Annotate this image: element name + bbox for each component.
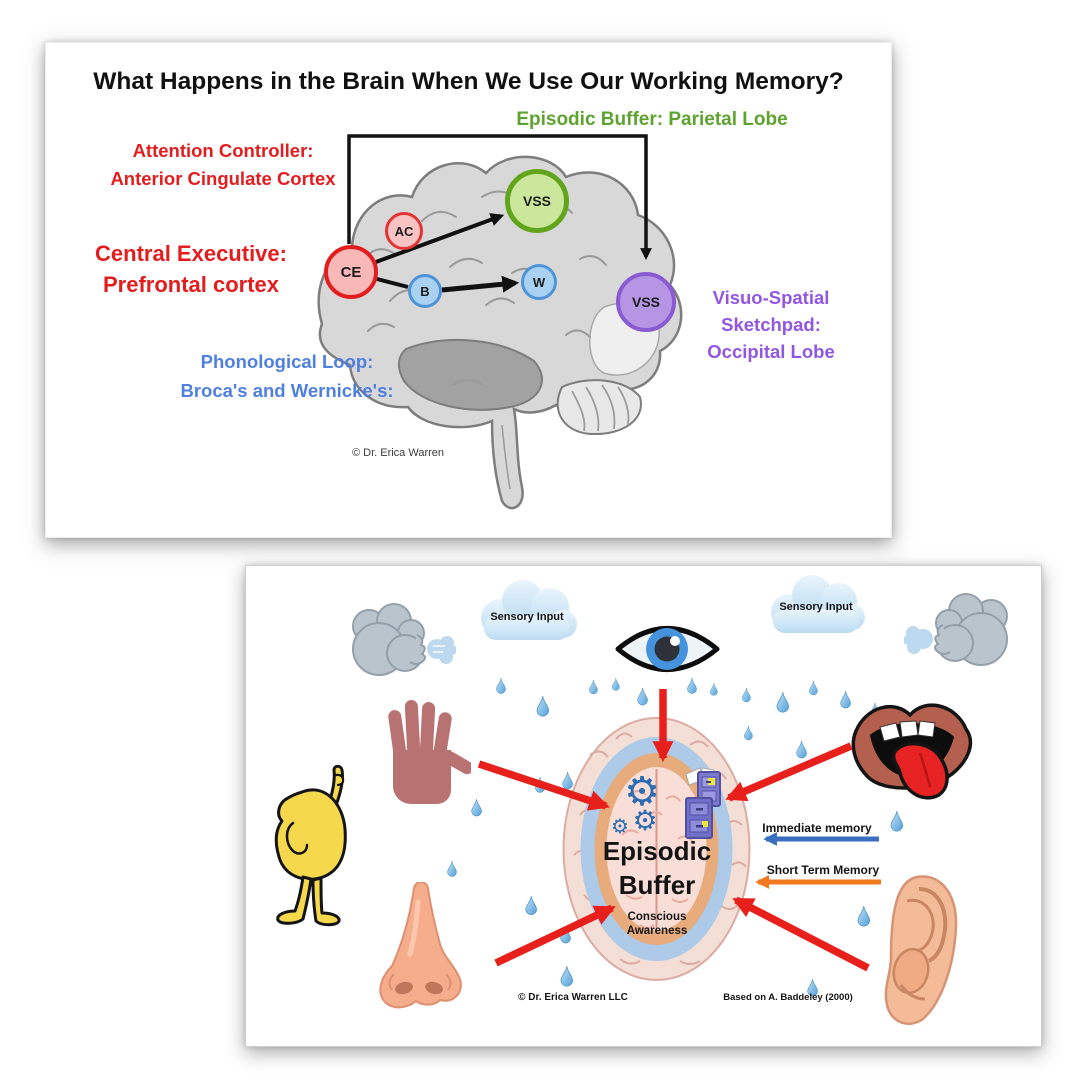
sensory-input-label-left: Sensory Input — [490, 611, 564, 623]
episodic-buffer-card: Sensory Input Sensory Input — [245, 565, 1042, 1047]
attribution-label: Based on A. Baddeley (2000) — [723, 992, 853, 1003]
sensory-input-cloud — [481, 580, 577, 640]
hand-input-arrow — [477, 760, 610, 811]
node-broca: B — [408, 274, 442, 308]
mouth-icon — [851, 703, 973, 800]
immediate-memory-label: Immediate memory — [762, 821, 872, 835]
pointing-figure-icon — [274, 764, 347, 927]
short-term-memory-label: Short Term Memory — [766, 863, 880, 877]
eye-icon — [615, 626, 720, 672]
ce-to-b-connector — [376, 277, 409, 289]
gear-icon: ⚙ — [624, 769, 660, 815]
b-to-w-arrow — [441, 275, 520, 293]
node-wernicke: W — [521, 264, 557, 300]
node-vss-occipital-label: VSS — [631, 294, 660, 310]
node-vss-parietal-label: VSS — [522, 193, 551, 209]
node-vss-parietal: VSS — [505, 169, 569, 233]
card1-copyright: © Dr. Erica Warren — [351, 447, 445, 459]
node-b-label: B — [420, 283, 430, 299]
gear-icon: ⚙ — [632, 804, 658, 837]
central-executive-label: Central Executive: Prefrontal cortex — [95, 241, 287, 297]
nose-input-arrow — [494, 904, 616, 967]
connector-arrows — [347, 134, 652, 293]
card1-title: What Happens in the Brain When We Use Ou… — [93, 68, 844, 95]
node-central-executive: CE — [324, 245, 378, 299]
arrows-layer — [477, 689, 881, 972]
episodic-buffer-label: Episodic Buffer: Parietal Lobe — [516, 109, 788, 130]
visuo-spatial-label: Visuo-Spatial Sketchpad: Occipital Lobe — [707, 287, 835, 362]
ce-to-vss-parietal-arrow — [375, 213, 505, 264]
node-vss-occipital: VSS — [616, 272, 676, 332]
ear-input-arrow — [732, 896, 870, 972]
wind-face-icon — [352, 603, 456, 676]
card2-copyright: © Dr. Erica Warren LLC — [518, 992, 628, 1003]
gear-icon: ⚙ — [611, 814, 629, 838]
ce-to-vss-occipital-connector — [347, 134, 652, 260]
nose-icon — [379, 882, 462, 1009]
conscious-awareness-label: Conscious Awareness — [626, 911, 688, 937]
node-w-label: W — [532, 274, 546, 290]
ear-icon — [884, 875, 958, 1025]
attention-controller-label: Attention Controller: Anterior Cingulate… — [110, 140, 336, 189]
phonological-loop-label: Phonological Loop: Broca's and Wernicke'… — [180, 351, 394, 401]
node-ce-label: CE — [340, 263, 362, 281]
sensory-input-cloud — [771, 575, 865, 633]
file-cabinet-icon — [685, 767, 721, 839]
node-attention-controller: AC — [385, 212, 423, 250]
node-ac-label: AC — [394, 223, 414, 239]
hand-icon — [388, 700, 471, 804]
episodic-buffer-title: Episodic Buffer — [602, 836, 712, 900]
wind-face-icon — [904, 593, 1008, 666]
mouth-input-arrow — [725, 742, 853, 802]
working-memory-brain-card: CE AC B W VSS VSS What Happens in the Br… — [45, 42, 892, 538]
sensory-input-label-right: Sensory Input — [779, 601, 853, 613]
